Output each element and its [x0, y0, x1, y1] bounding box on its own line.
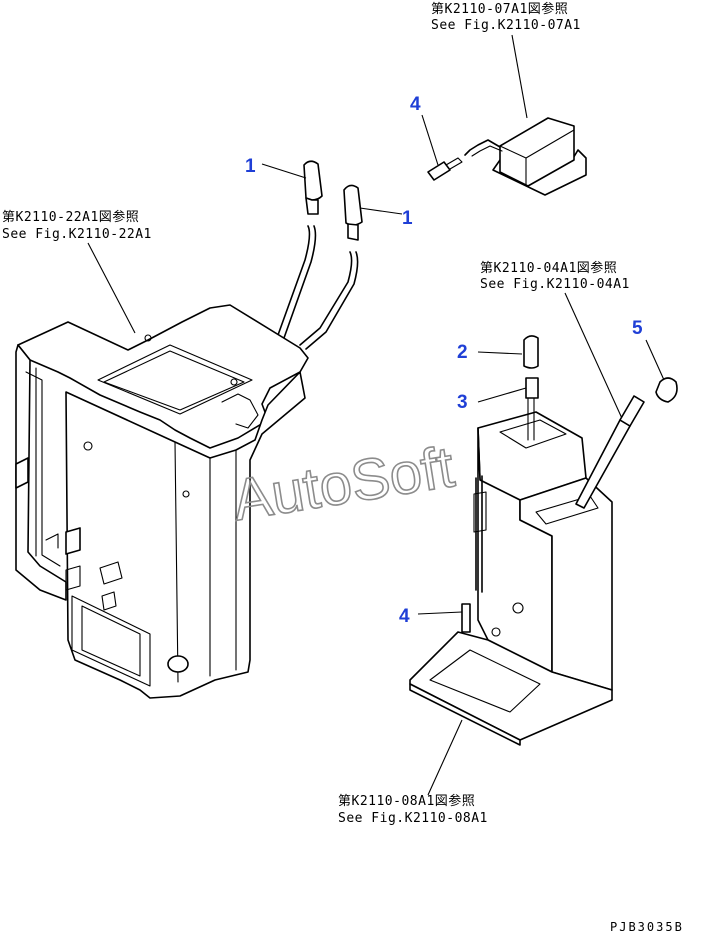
reference-label-fig-08: 第K2110-08A1図参照 See Fig.K2110-08A1: [338, 793, 488, 826]
left-console: [15, 304, 309, 699]
reference-label-fig-22: 第K2110-22A1図参照 See Fig.K2110-22A1: [2, 209, 152, 242]
reference-jp-fig-04: 第K2110-04A1図参照: [480, 260, 617, 276]
leader-fig-22: [87, 242, 136, 334]
leader-fig-08: [427, 719, 463, 796]
leader-fig-04: [564, 292, 626, 426]
drawing-code: PJB3035B: [610, 920, 684, 934]
lever-rod-b: [299, 251, 353, 346]
leader-callout-5: [645, 339, 665, 381]
lever-knob-left-a: [303, 160, 323, 215]
reference-en-fig-22: See Fig.K2110-22A1: [2, 227, 152, 242]
lever-knob-left-b: [343, 184, 363, 241]
reference-label-fig-07: 第K2110-07A1図参照 See Fig.K2110-07A1: [431, 1, 581, 33]
callout-4-top: 4: [410, 94, 421, 115]
leader-callout-4-top: [421, 114, 439, 166]
reference-label-fig-04: 第K2110-04A1図参照 See Fig.K2110-04A1: [480, 260, 630, 292]
callout-2: 2: [457, 342, 468, 363]
terminal-bottom: [461, 603, 471, 633]
right-console: [409, 397, 613, 746]
lever-rod-a: [277, 225, 311, 336]
leader-callout-1-b: [359, 207, 403, 215]
knob-right: [523, 335, 539, 369]
reference-en-fig-04: See Fig.K2110-04A1: [480, 277, 630, 292]
sleeve-right: [525, 377, 539, 399]
leader-callout-4-bottom: [417, 611, 463, 615]
lever-right: [575, 377, 678, 509]
callout-3: 3: [457, 392, 468, 413]
reference-jp-fig-07: 第K2110-07A1図参照: [431, 1, 568, 17]
callout-5: 5: [632, 318, 643, 339]
relay-unit: [464, 117, 587, 196]
leader-fig-07: [511, 34, 528, 119]
reference-en-fig-08: See Fig.K2110-08A1: [338, 811, 488, 826]
callout-4-bottom: 4: [399, 606, 410, 627]
leader-callout-3: [477, 387, 527, 403]
reference-jp-fig-22: 第K2110-22A1図参照: [2, 209, 139, 225]
callout-1-a: 1: [245, 156, 256, 177]
watermark: AutoSoft: [228, 434, 458, 533]
reference-jp-fig-08: 第K2110-08A1図参照: [338, 793, 475, 809]
reference-en-fig-07: See Fig.K2110-07A1: [431, 18, 581, 33]
leader-callout-2: [477, 351, 523, 355]
leader-callout-1-a: [261, 163, 307, 179]
callout-1-b: 1: [402, 208, 413, 229]
terminal-top: [427, 157, 463, 181]
